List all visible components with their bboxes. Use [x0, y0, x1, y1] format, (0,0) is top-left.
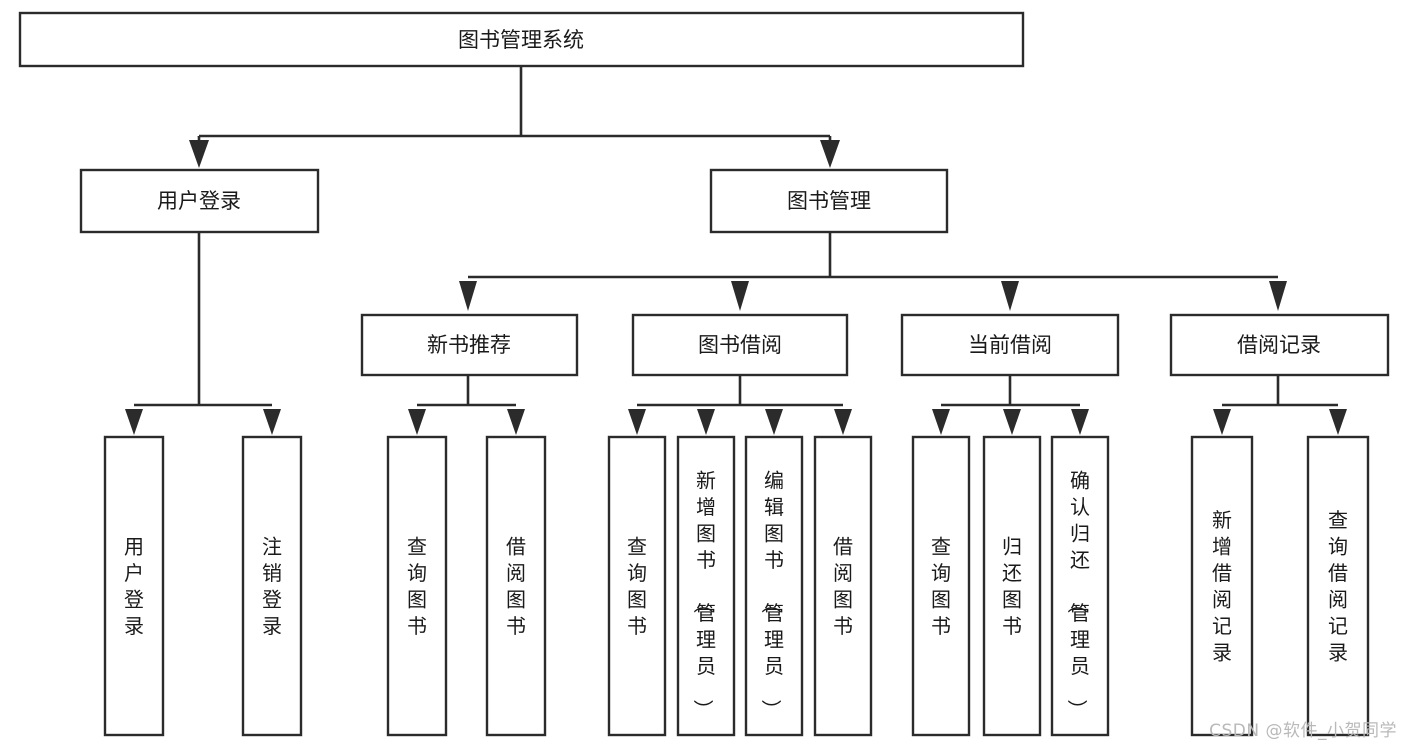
node-current-borrow-label: 当前借阅 — [968, 333, 1052, 357]
node-borrow-record[interactable]: 借阅记录 — [1169, 313, 1390, 377]
node-leaf-query-book-current-box[interactable] — [911, 435, 971, 737]
node-leaf-user-login-label: 用户登录 — [124, 535, 144, 639]
arrow-head-leaf-query-borrow-record — [1329, 409, 1347, 435]
node-leaf-query-book-recommend-label: 查询图书 — [407, 535, 427, 639]
node-leaf-query-book-recommend-box[interactable] — [386, 435, 448, 737]
node-leaf-user-login-box[interactable] — [103, 435, 165, 737]
arrow-head-leaf-confirm-return-admin — [1071, 409, 1089, 435]
node-leaf-borrow-book-label: 借阅图书 — [833, 535, 853, 639]
node-leaf-edit-book-admin-label: 编辑图书（管理员） — [759, 468, 784, 719]
node-leaf-query-book-borrow-label: 查询图书 — [627, 535, 647, 639]
arrow-head-book-borrow — [731, 281, 749, 311]
node-leaf-borrow-book-recommend-label: 借阅图书 — [506, 535, 526, 639]
node-user-login-box[interactable] — [79, 168, 320, 234]
leaf-label-layer: 用户登录 注销登录 查询图书 借阅图书 查询图书 新增图书（管理员） 编辑图书（… — [124, 468, 1348, 719]
node-root[interactable]: 图书管理系统 — [18, 11, 1025, 68]
node-borrow-record-box[interactable] — [1169, 313, 1390, 377]
arrow-head-leaf-user-login — [125, 409, 143, 435]
node-current-borrow-box[interactable] — [900, 313, 1120, 377]
arrow-head-leaf-query-book-borrow — [628, 409, 646, 435]
arrow-head-current-borrow — [1001, 281, 1019, 311]
arrow-head-leaf-add-borrow-record — [1213, 409, 1231, 435]
node-leaf-add-book-admin-box[interactable] — [676, 435, 736, 737]
node-leaf-edit-book-admin-box[interactable] — [744, 435, 804, 737]
node-leaf-user-logout-box[interactable] — [241, 435, 303, 737]
arrow-head-user-login — [189, 140, 209, 168]
arrow-head-leaf-add-book-admin — [697, 409, 715, 435]
node-book-borrow[interactable]: 图书借阅 — [631, 313, 849, 377]
node-new-book-recommend-box[interactable] — [360, 313, 579, 377]
node-leaf-query-borrow-record-box[interactable] — [1306, 435, 1370, 737]
node-leaf-user-logout-label: 注销登录 — [262, 535, 282, 639]
node-leaf-add-borrow-record-label: 新增借阅记录 — [1212, 508, 1232, 665]
arrow-head-leaf-edit-book-admin — [765, 409, 783, 435]
node-leaf-query-book-borrow-box[interactable] — [607, 435, 667, 737]
node-leaf-return-book-label: 归还图书 — [1002, 535, 1022, 639]
node-book-management[interactable]: 图书管理 — [709, 168, 949, 234]
node-current-borrow[interactable]: 当前借阅 — [900, 313, 1120, 377]
node-root-box[interactable] — [18, 11, 1025, 68]
node-leaf-add-borrow-record-box[interactable] — [1190, 435, 1254, 737]
node-new-book-recommend-label: 新书推荐 — [427, 333, 511, 357]
node-user-login[interactable]: 用户登录 — [79, 168, 320, 234]
leaf-box-layer — [103, 435, 1370, 737]
arrow-head-leaf-query-book-current — [932, 409, 950, 435]
node-book-management-label: 图书管理 — [787, 189, 871, 213]
node-leaf-borrow-book-box[interactable] — [813, 435, 873, 737]
node-book-management-box[interactable] — [709, 168, 949, 234]
node-book-borrow-box[interactable] — [631, 313, 849, 377]
node-leaf-add-book-admin-label: 新增图书（管理员） — [691, 468, 716, 719]
node-leaf-return-book-box[interactable] — [982, 435, 1042, 737]
node-leaf-query-borrow-record-label: 查询借阅记录 — [1328, 508, 1348, 665]
arrow-head-leaf-return-book — [1003, 409, 1021, 435]
arrow-head-leaf-user-logout — [263, 409, 281, 435]
node-borrow-record-label: 借阅记录 — [1237, 333, 1321, 357]
arrow-head-new-book-recommend — [459, 281, 477, 311]
arrow-head-book-management — [820, 140, 840, 168]
arrow-head-leaf-query-book-recommend — [408, 409, 426, 435]
node-leaf-query-book-current-label: 查询图书 — [931, 535, 951, 639]
node-leaf-confirm-return-admin-box[interactable] — [1050, 435, 1110, 737]
node-book-borrow-label: 图书借阅 — [698, 333, 782, 357]
arrow-head-leaf-borrow-book — [834, 409, 852, 435]
arrow-head-leaf-borrow-book-recommend — [507, 409, 525, 435]
node-new-book-recommend[interactable]: 新书推荐 — [360, 313, 579, 377]
node-leaf-borrow-book-recommend-box[interactable] — [485, 435, 547, 737]
arrow-head-borrow-record — [1269, 281, 1287, 311]
connector-layer — [125, 66, 1347, 435]
node-user-login-label: 用户登录 — [157, 189, 241, 213]
node-leaf-confirm-return-admin-label: 确认归还（管理员） — [1065, 468, 1090, 719]
node-root-label: 图书管理系统 — [458, 28, 584, 52]
